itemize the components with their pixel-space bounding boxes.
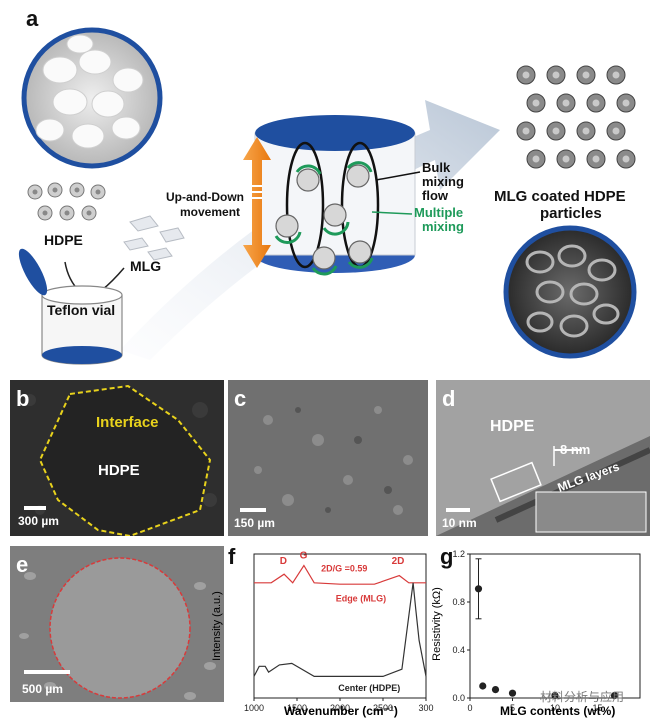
resistivity-axes-frame xyxy=(469,553,641,699)
peak-2d-label: 2D xyxy=(392,556,405,567)
product-label-2: particles xyxy=(540,205,602,222)
panel-b-hdpe-label: HDPE xyxy=(98,462,140,479)
raman-x-tick-label: 2000 xyxy=(330,703,350,713)
resistivity-x-tick-label: 10 xyxy=(550,703,560,713)
center-series-label: Center (HDPE) xyxy=(338,683,400,693)
raman-xlabel: Wavenumber (cm⁻¹) xyxy=(284,704,398,718)
resistivity-y-tick-label: 1.2 xyxy=(452,549,465,559)
peak-d-label: D xyxy=(280,556,287,567)
resistivity-x-tick-label: 5 xyxy=(510,703,515,713)
resistivity-ylabel: Resistivity (kΩ) xyxy=(430,587,443,661)
mixer-cylinder-icon xyxy=(254,115,416,276)
panel-b-scale: 300 µm xyxy=(18,514,59,528)
product-label-1: MLG coated HDPE xyxy=(494,188,626,205)
mlg-label: MLG xyxy=(130,258,162,274)
panel-b-sem-image: b Interface HDPE 300 µm xyxy=(10,380,224,536)
panel-d-hdpe-label: HDPE xyxy=(490,418,535,435)
watermark: 材料分析与应用 xyxy=(540,690,625,704)
resistivity-point xyxy=(491,686,500,694)
movement-label-1: Up-and-Down xyxy=(166,190,244,204)
raman-ylabel: Intensity (a.u.) xyxy=(210,591,223,661)
panel-d-tem-image: d HDPE 8 nm MLG layers 10 nm xyxy=(436,380,650,536)
raman-series-line xyxy=(253,582,427,677)
resistivity-point xyxy=(610,692,619,700)
resistivity-point xyxy=(479,682,487,690)
panel-c-sem-image: c 150 µm xyxy=(228,380,428,536)
panel-e-sem-image: e 500 µm xyxy=(10,546,224,702)
panel-c-letter: c xyxy=(234,386,247,411)
panel-a-letter: a xyxy=(26,6,39,31)
bulk-label-2: mixing xyxy=(422,174,464,189)
teflon-vial-icon xyxy=(18,248,123,365)
panel-b-letter: b xyxy=(16,386,30,411)
raman-x-tick-label: 300 xyxy=(418,703,433,713)
mlg-flakes-icon xyxy=(123,215,185,261)
panel-c-scale: 150 µm xyxy=(234,516,275,530)
resistivity-y-tick-label: 0.4 xyxy=(452,645,465,655)
edge-series-label: Edge (MLG) xyxy=(336,594,387,604)
panel-d-scale: 10 nm xyxy=(442,516,477,530)
panel-e-letter: e xyxy=(16,552,29,577)
hdpe-particle-outline xyxy=(38,384,212,536)
raman-x-tick-label: 1500 xyxy=(287,703,307,713)
panel-g-letter: g xyxy=(440,544,454,569)
multiple-label-1: Multiple xyxy=(414,205,464,220)
panel-a-schematic xyxy=(18,27,637,365)
panel-b-scalebar xyxy=(24,506,46,510)
mlg-coated-pellets-icons xyxy=(516,65,636,169)
panel-e-scalebar xyxy=(24,670,70,674)
movement-label-2: movement xyxy=(180,205,241,219)
panel-f-letter: f xyxy=(228,544,236,569)
up-down-arrow-icon xyxy=(243,137,271,268)
mlg-thickness-label: 8 nm xyxy=(560,442,591,457)
resistivity-point xyxy=(474,585,483,593)
resistivity-y-tick-label: 0.8 xyxy=(452,597,465,607)
resistivity-chart: 0.0 0.4 0.8 1.2 0 5 10 15 xyxy=(452,549,641,713)
raman-spectrum-chart: 1000 1500 2000 2500 300 D G 2D/G =0.59 2D Edge (M… xyxy=(244,550,434,713)
peak-g-label: G xyxy=(300,550,308,561)
ratio-label: 2D/G =0.59 xyxy=(321,563,367,573)
bulk-label-3: flow xyxy=(422,188,448,203)
resistivity-x-tick-label: 15 xyxy=(592,703,602,713)
interface-label: Interface xyxy=(96,414,159,431)
particle-cross-section xyxy=(49,557,191,699)
resistivity-point xyxy=(551,692,559,700)
resistivity-xlabel: MLG contents (wt%) xyxy=(500,704,616,718)
raman-x-tick-label: 2500 xyxy=(373,703,393,713)
raman-series-line xyxy=(254,564,426,585)
hdpe-label: HDPE xyxy=(44,232,83,248)
raman-x-tick-label: 1000 xyxy=(244,703,264,713)
multiple-label-2: mixing xyxy=(422,219,464,234)
teflon-vial-label: Teflon vial xyxy=(47,302,116,318)
bulk-label-1: Bulk xyxy=(422,160,451,175)
panel-e-scale: 500 µm xyxy=(22,682,63,696)
panel-d-scalebar xyxy=(446,508,470,512)
panel-c-scalebar xyxy=(240,508,266,512)
resistivity-x-tick-label: 0 xyxy=(467,703,472,713)
resistivity-point xyxy=(508,689,517,697)
resistivity-y-tick-label: 0.0 xyxy=(452,693,465,703)
panel-d-letter: d xyxy=(442,386,456,411)
